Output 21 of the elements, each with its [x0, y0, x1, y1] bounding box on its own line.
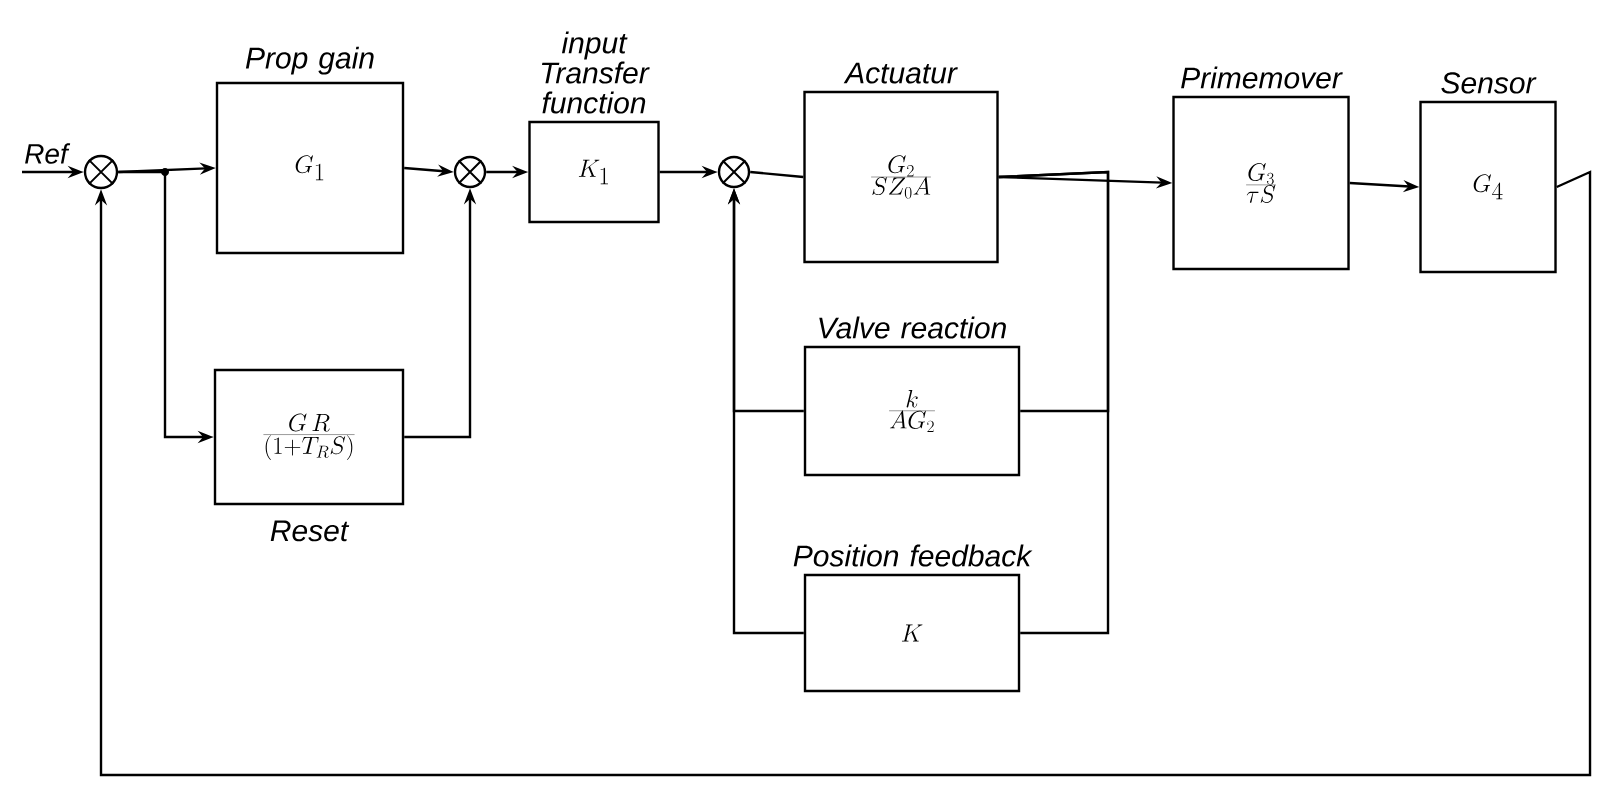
arrow — [94, 170, 1592, 777]
block-title: Position feedback — [793, 544, 1033, 567]
block-box: $G_4$ — [1419, 100, 1557, 274]
block-title: Primemover — [1181, 66, 1343, 89]
block-box: $\frac{k}{A G_2}$ — [803, 345, 1021, 477]
block-box: $\frac{G\,R}{(1+T_R S)}$ — [213, 368, 405, 506]
block-title: Valve reaction — [819, 316, 1006, 339]
summing-junction — [83, 154, 119, 190]
block-title: Prop gain — [245, 46, 374, 75]
summing-junction — [717, 155, 751, 189]
block-title: input Transfer function — [541, 31, 650, 114]
block-box: $\frac{G_3}{\tau S}$ — [1172, 95, 1350, 271]
block-box: $K_1$ — [528, 120, 660, 224]
block-box: $K$ — [803, 573, 1021, 693]
block-box: $\frac{G_2}{S Z_0 A}$ — [803, 90, 999, 264]
block-title: Reset — [270, 520, 350, 542]
edge-label: Ref — [23, 142, 71, 165]
summing-junction — [453, 155, 487, 189]
block-title: Actuatur — [843, 62, 958, 84]
block-box: $G_1$ — [215, 81, 405, 255]
block-title: Sensor — [1441, 72, 1537, 94]
